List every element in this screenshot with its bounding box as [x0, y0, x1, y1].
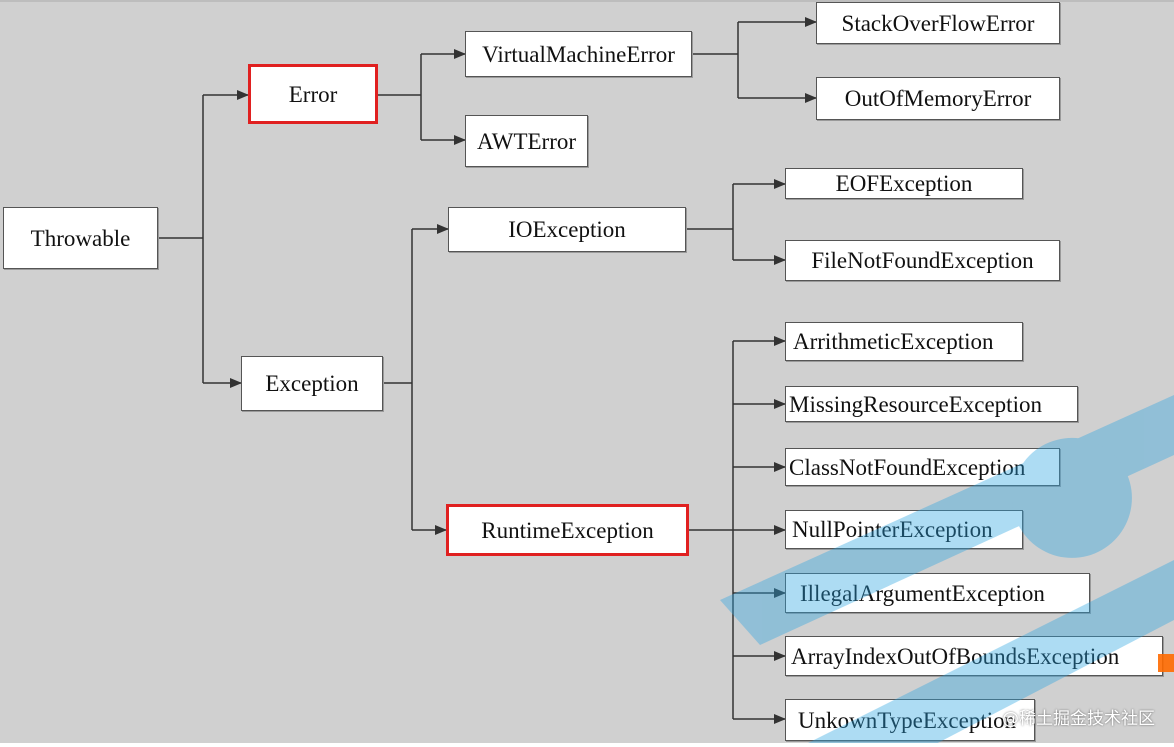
- node-unknowntypeexception: UnkownTypeException: [785, 699, 1035, 741]
- top-border: [0, 0, 1174, 2]
- bottom-border: [0, 743, 1174, 747]
- node-ioexception: IOException: [448, 207, 686, 252]
- node-classnotfoundexception: ClassNotFoundException: [785, 448, 1060, 486]
- node-virtualmachineerror: VirtualMachineError: [465, 31, 692, 77]
- node-filenotfoundexception: FileNotFoundException: [785, 240, 1060, 281]
- node-exception: Exception: [241, 356, 383, 411]
- node-illegalargumentexception: IllegalArgumentException: [785, 573, 1090, 613]
- node-stackoverflowerror: StackOverFlowError: [816, 2, 1060, 44]
- node-arithmeticexception: ArrithmeticException: [785, 322, 1023, 361]
- node-missingresourceexception: MissingResourceException: [785, 386, 1078, 422]
- node-awterror: AWTError: [465, 115, 588, 167]
- node-runtimeexception: RuntimeException: [446, 504, 689, 556]
- node-arrayindexexception: ArrayIndexOutOfBoundsException: [785, 636, 1163, 676]
- node-eofexception: EOFException: [785, 168, 1023, 199]
- node-throwable: Throwable: [3, 207, 158, 269]
- node-nullpointerexception: NullPointerException: [785, 510, 1023, 549]
- watermark-credit: @稀土掘金技术社区: [1002, 709, 1155, 729]
- node-error: Error: [248, 64, 378, 124]
- node-outofmemoryerror: OutOfMemoryError: [816, 77, 1060, 120]
